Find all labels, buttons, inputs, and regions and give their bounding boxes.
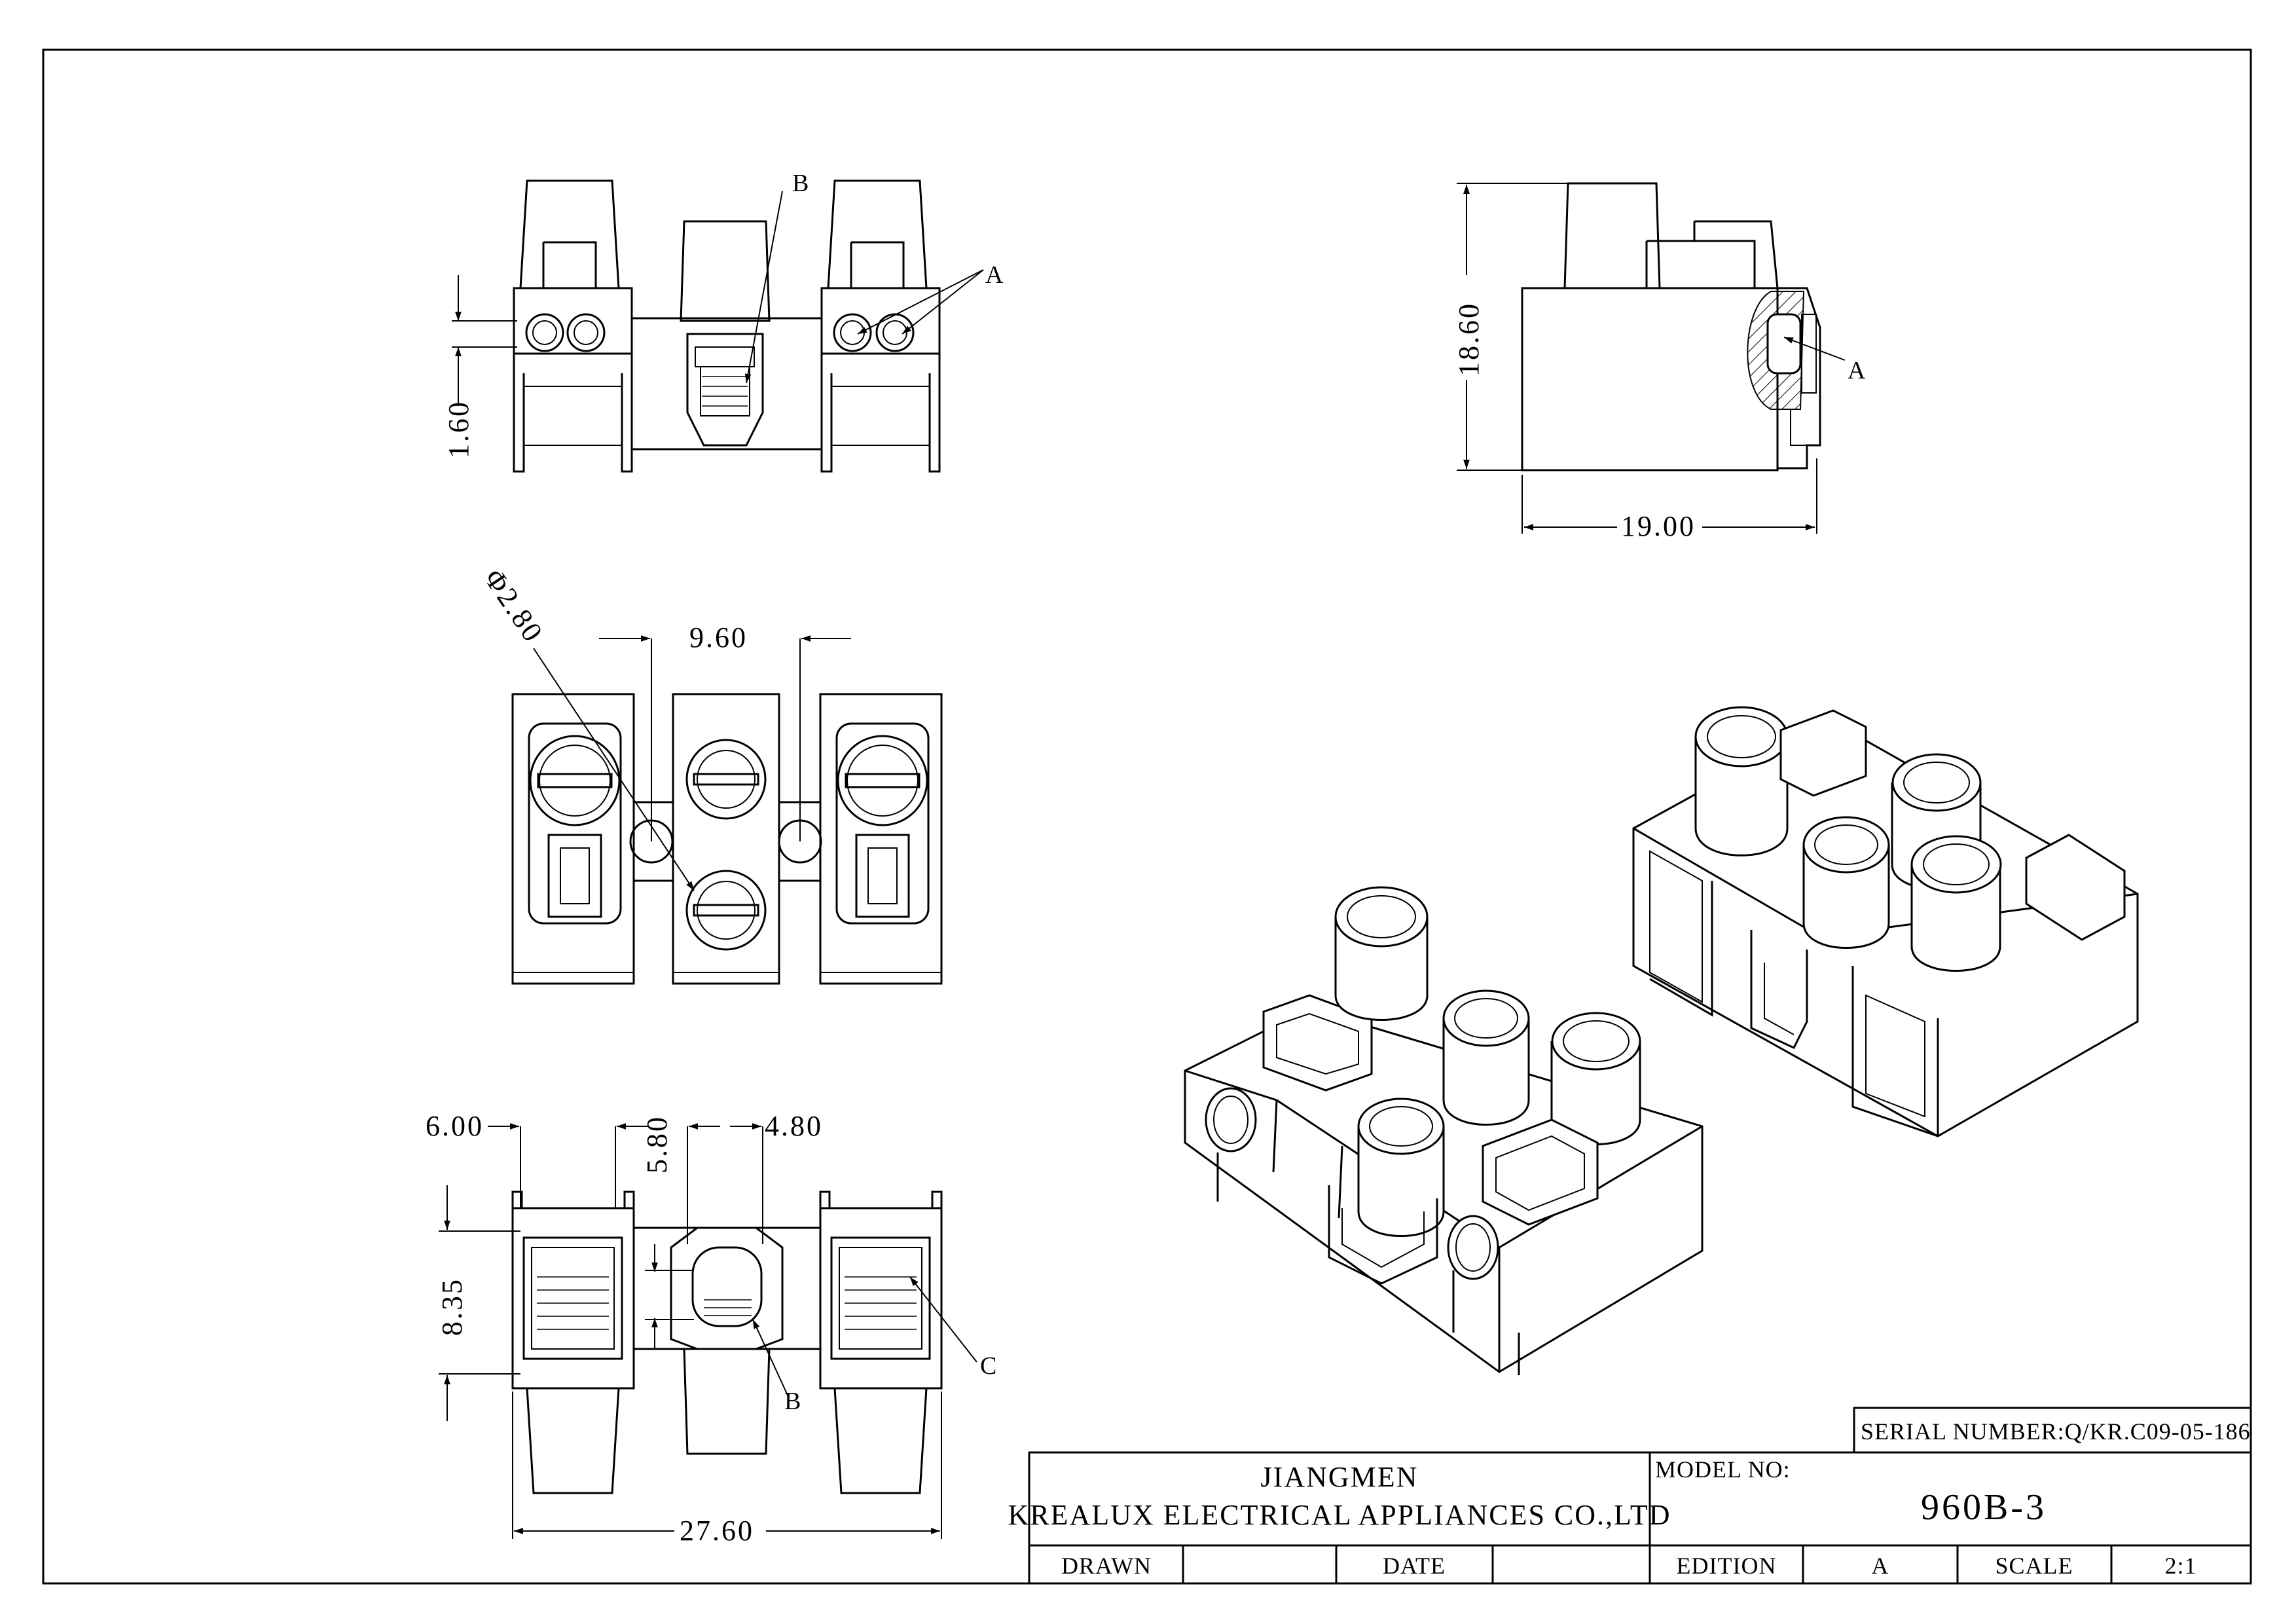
dim-19-00: 19.00 [1621,510,1696,542]
dim-6-00: 6.00 [426,1110,484,1142]
dim-5-80: 5.80 [641,1115,673,1173]
callout-c-bottom: C [980,1352,996,1380]
dim-9-60: 9.60 [689,621,748,654]
model-value: 960B-3 [1921,1487,2047,1528]
callout-b-top: B [792,170,809,197]
dim-phi-2-80: Φ2.80 [478,563,550,648]
date-label: DATE [1383,1553,1446,1579]
front-view [513,179,941,473]
company-name-line2: KREALUX ELECTRICAL APPLIANCES CO.,LTD [1008,1499,1671,1531]
company-name-line1: JIANGMEN [1261,1461,1419,1493]
model-label: MODEL NO: [1655,1456,1791,1483]
callout-a-top: A [985,261,1004,289]
bottom-view [511,1190,943,1494]
serial-number: SERIAL NUMBER:Q/KR.C09-05-186 [1861,1418,2251,1445]
plan-view [511,693,943,985]
title-block: SERIAL NUMBER:Q/KR.C09-05-186 JIANGMEN K… [1008,1407,2252,1585]
edition-label: EDITION [1677,1553,1777,1579]
scale-value: 2:1 [2164,1553,2196,1579]
edition-value: A [1872,1553,1889,1579]
dim-1-60: 1.60 [443,400,475,458]
dim-18-60: 18.60 [1453,302,1485,377]
dim-27-60: 27.60 [680,1515,754,1547]
callout-b-bottom: B [784,1388,801,1415]
isometric-view-rear [1632,706,2139,1137]
callout-a-side: A [1848,357,1866,384]
drawn-label: DRAWN [1061,1553,1152,1579]
dim-4-80: 4.80 [765,1110,823,1142]
side-view [1521,182,1821,471]
dim-8-35: 8.35 [436,1278,468,1336]
scale-label: SCALE [1995,1553,2073,1579]
isometric-view-front [1184,886,1704,1375]
